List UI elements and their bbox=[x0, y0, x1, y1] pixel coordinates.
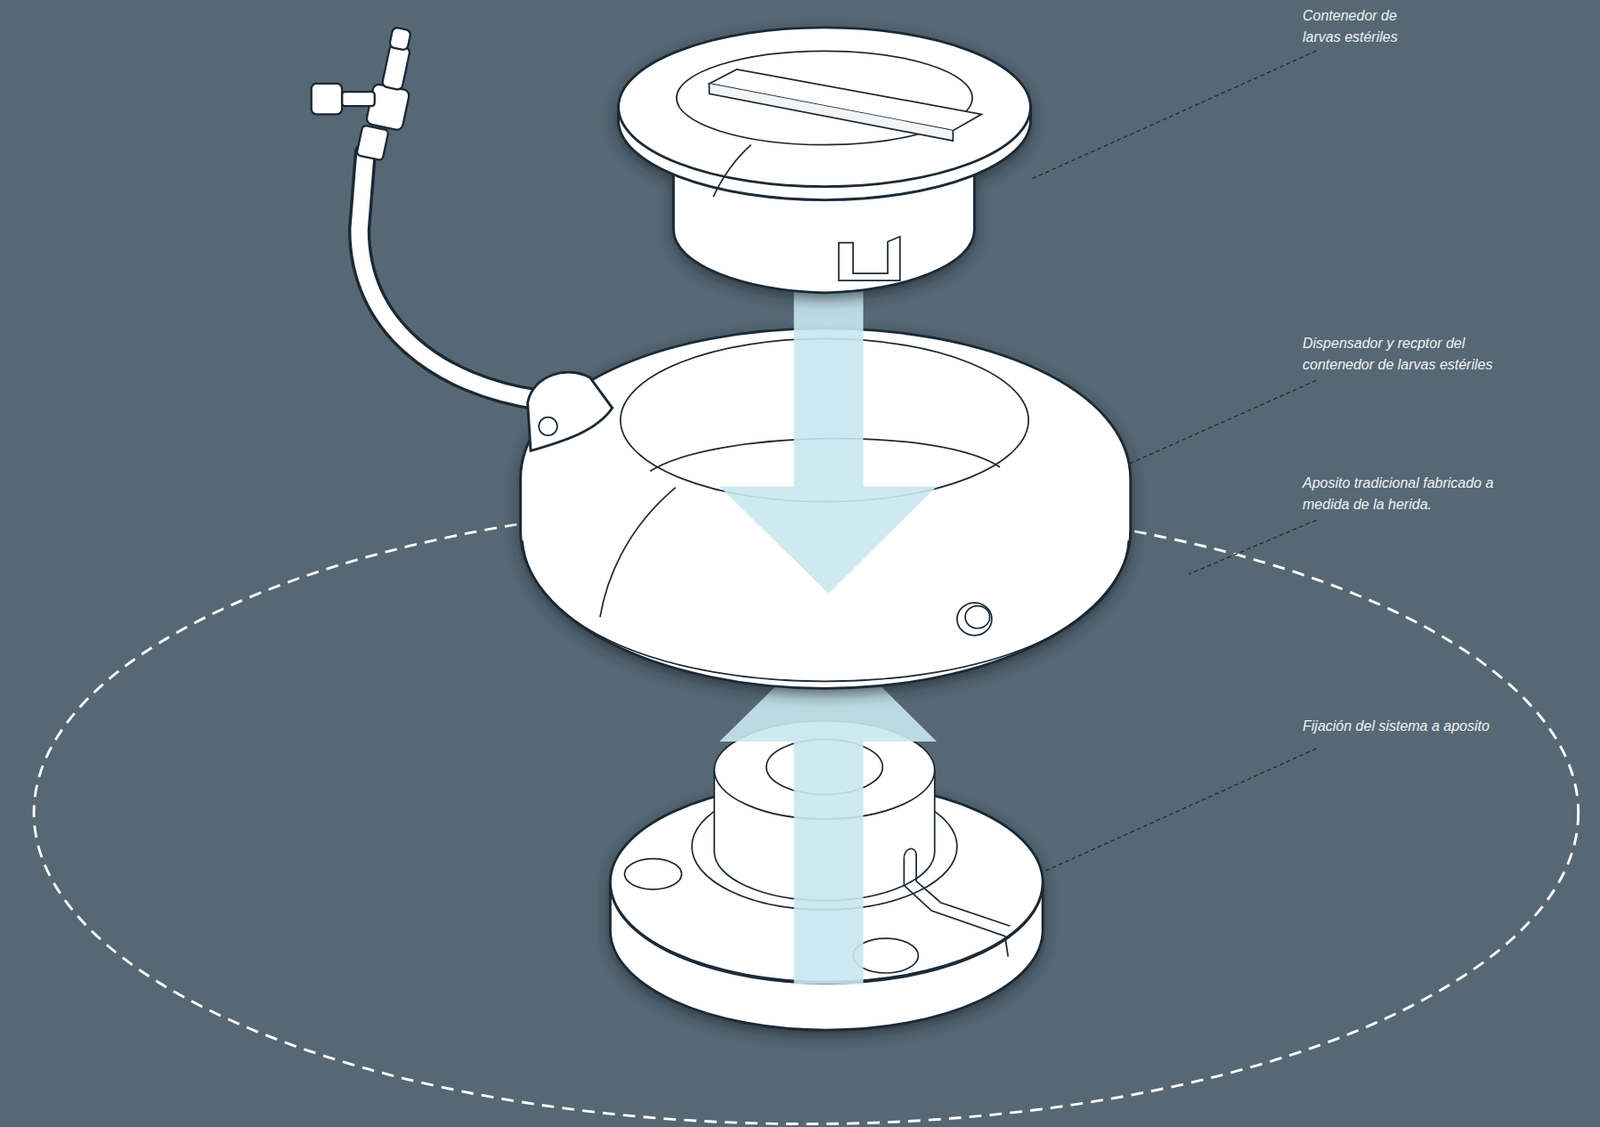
part-label: Contenedor de larvas estériles bbox=[1302, 5, 1419, 49]
container-details bbox=[676, 50, 983, 281]
larvae-container bbox=[618, 27, 1032, 293]
part-label: Aposito tradicional fabricado a medida d… bbox=[1302, 472, 1526, 516]
tube-valve bbox=[311, 26, 539, 400]
insert-arrow-down bbox=[719, 242, 937, 594]
part-label: Dispensador y recptor del contenedor de … bbox=[1302, 332, 1517, 376]
part-label: Fijación del sistema a aposito bbox=[1302, 715, 1561, 738]
